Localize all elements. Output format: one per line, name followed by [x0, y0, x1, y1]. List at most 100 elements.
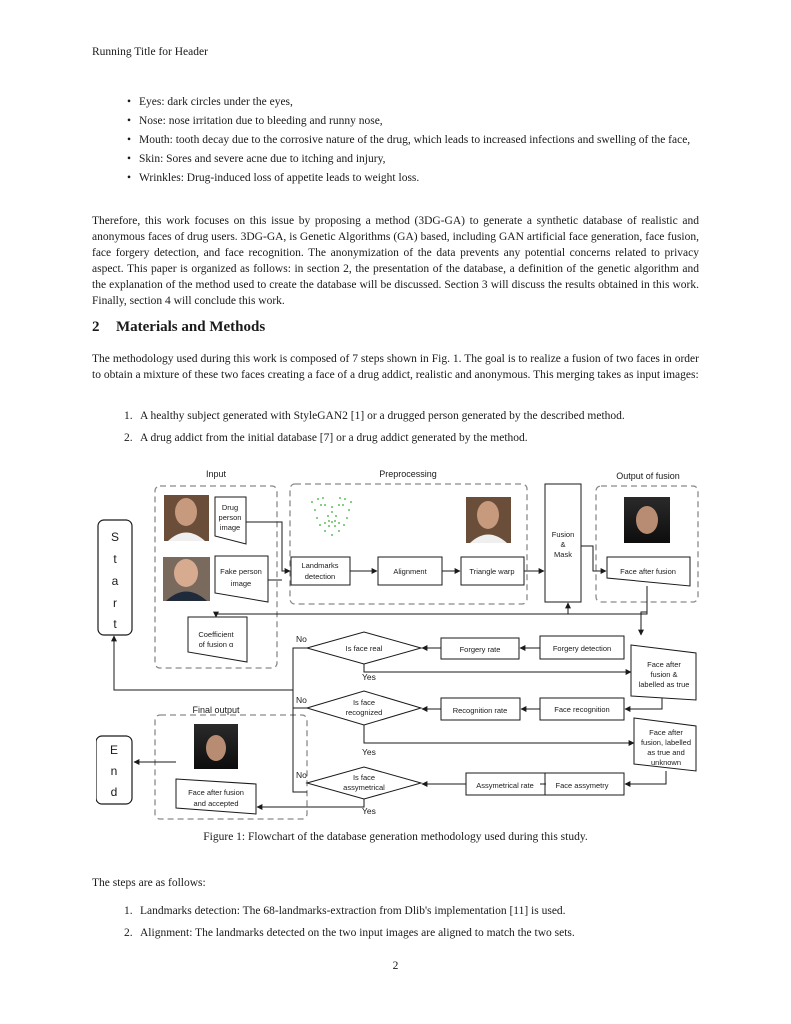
list-text: Landmarks detection: The 68-landmarks-ex… [140, 905, 566, 917]
forgery-detection-label: Forgery detection [553, 644, 611, 653]
drug-person-image-box: Drug person image [214, 496, 247, 545]
recognized-line: Is face [353, 698, 375, 707]
section-heading: 2 Materials and Methods [92, 319, 265, 336]
yes-label: Yes [362, 806, 376, 816]
final-face-photo [194, 724, 238, 769]
landmarks-line: Landmarks [301, 561, 338, 570]
face-labelled-true-box: Face after fusion & labelled as true [630, 644, 697, 701]
face-labelled-unknown-box: Face after fusion, labelled as true and … [633, 717, 697, 772]
landmarks-line: detection [305, 572, 335, 581]
dashed-frames [154, 483, 699, 820]
fake-person-photo [163, 557, 210, 601]
recognized-line: recognized [346, 708, 383, 717]
alignment-box: Alignment [377, 556, 443, 586]
output-frame [595, 485, 699, 603]
preprocessing-frame [289, 483, 528, 605]
symptom-list: Eyes: dark circles under the eyes, Nose:… [127, 94, 707, 189]
recognition-rate-box: Recognition rate [440, 697, 521, 721]
drug-person-photo [164, 495, 209, 541]
output-title: Output of fusion [616, 471, 680, 481]
labelled-true-line: labelled as true [639, 680, 690, 689]
is-face-recognized-decision: Is face recognized [305, 690, 423, 726]
section-number: 2 [92, 319, 100, 335]
landmarks-detection-box: Landmarks detection [290, 556, 351, 586]
warped-face-photo [466, 497, 511, 543]
end-letter: E [110, 743, 118, 757]
labelled-unknown-line: as true and [647, 748, 685, 757]
steps-intro: The steps are as follows: [92, 877, 206, 889]
is-face-real-label: Is face real [346, 644, 383, 653]
labelled-unknown-line: fusion, labelled [641, 738, 691, 747]
list-number: 1. [124, 410, 133, 422]
input-frame [154, 485, 278, 669]
section-title: Materials and Methods [116, 319, 266, 335]
face-recognition-label: Face recognition [554, 705, 609, 714]
list-item: 1. Landmarks detection: The 68-landmarks-… [124, 903, 704, 919]
running-header: Running Title for Header [92, 46, 208, 58]
start-letter: a [112, 574, 119, 588]
fake-label-line: image [231, 579, 251, 588]
list-text: A healthy subject generated with StyleGA… [140, 410, 625, 422]
forgery-rate-box: Forgery rate [440, 637, 520, 660]
labelled-true-line: Face after [647, 660, 681, 669]
group-titles: Input Preprocessing Output of fusion Fin… [192, 469, 679, 715]
yes-label: Yes [362, 672, 376, 682]
landmark-points [311, 497, 352, 536]
input-title: Input [206, 469, 227, 479]
input-list: 1. A healthy subject generated with Style… [124, 408, 704, 452]
flowchart-svg: Input Preprocessing Output of fusion Fin… [95, 469, 699, 820]
final-output-frame [154, 714, 308, 820]
fusion-mask-box: Fusion & Mask [544, 483, 582, 603]
asymmetrical-line: Is face [353, 773, 375, 782]
list-item: Wrinkles: Drug-induced loss of appetite … [127, 170, 707, 186]
labelled-true-line: fusion & [650, 670, 677, 679]
drug-label-line: image [220, 523, 240, 532]
list-item: Skin: Sores and severe acne due to itchi… [127, 151, 707, 167]
list-text: A drug addict from the initial database … [140, 432, 528, 444]
no-label: No [296, 634, 307, 644]
start-letter: S [111, 530, 119, 544]
end-box: E n d [95, 735, 133, 805]
list-item: Eyes: dark circles under the eyes, [127, 94, 707, 110]
fake-person-image-box: Fake person image [214, 555, 269, 603]
list-number: 1. [124, 905, 133, 917]
start-letter: t [113, 617, 117, 631]
list-item: 2.Alignment: The landmarks detected on t… [124, 925, 704, 941]
drug-label-line: Drug [222, 503, 238, 512]
coefficient-line: Coefficient [198, 630, 234, 639]
flowchart-figure: Input Preprocessing Output of fusion Fin… [95, 462, 700, 822]
is-face-real-decision: Is face real [305, 631, 423, 665]
fusion-line: Fusion [552, 530, 575, 539]
forgery-detection-box: Forgery detection [539, 635, 625, 660]
labelled-unknown-line: Face after [649, 728, 683, 737]
accepted-line: Face after fusion [188, 788, 244, 797]
list-item: Mouth: tooth decay due to the corrosive … [127, 132, 707, 148]
start-letter: t [113, 552, 117, 566]
face-after-fusion-label: Face after fusion [620, 567, 676, 576]
branch-labels: No Yes No Yes No Yes [296, 634, 376, 816]
no-label: No [296, 695, 307, 705]
end-letter: n [111, 764, 118, 778]
list-number: 2. [124, 432, 133, 444]
alignment-label: Alignment [393, 567, 427, 576]
list-text: Alignment: The landmarks detected on the… [140, 927, 575, 939]
face-asymetry-box: Face assymetry [539, 772, 625, 796]
figure-caption: Figure 1: Flowchart of the database gene… [203, 831, 588, 843]
drug-label-line: person [219, 513, 242, 522]
preprocessing-title: Preprocessing [379, 469, 437, 479]
final-output-title: Final output [192, 705, 240, 715]
list-item: Nose: nose irritation due to bleeding an… [127, 113, 707, 129]
triangle-warp-label: Triangle warp [469, 567, 514, 576]
face-after-fusion-box: Face after fusion [606, 556, 691, 587]
accepted-line: and accepted [193, 799, 238, 808]
start-letter: r [113, 596, 117, 610]
intro-paragraph: Therefore, this work focuses on this iss… [92, 215, 699, 307]
is-face-asymmetrical-decision: Is face assymetrical [305, 766, 423, 800]
end-letter: d [111, 785, 118, 799]
face-asymetry-label: Face assymetry [556, 781, 609, 790]
steps-list: 1. Landmarks detection: The 68-landmarks-… [124, 903, 704, 947]
asymmetrical-rate-label: Assymetrical rate [476, 781, 534, 790]
start-box: S t a r t [97, 519, 133, 636]
coefficient-line: of fusion α [199, 640, 234, 649]
fusion-line: Mask [554, 550, 572, 559]
